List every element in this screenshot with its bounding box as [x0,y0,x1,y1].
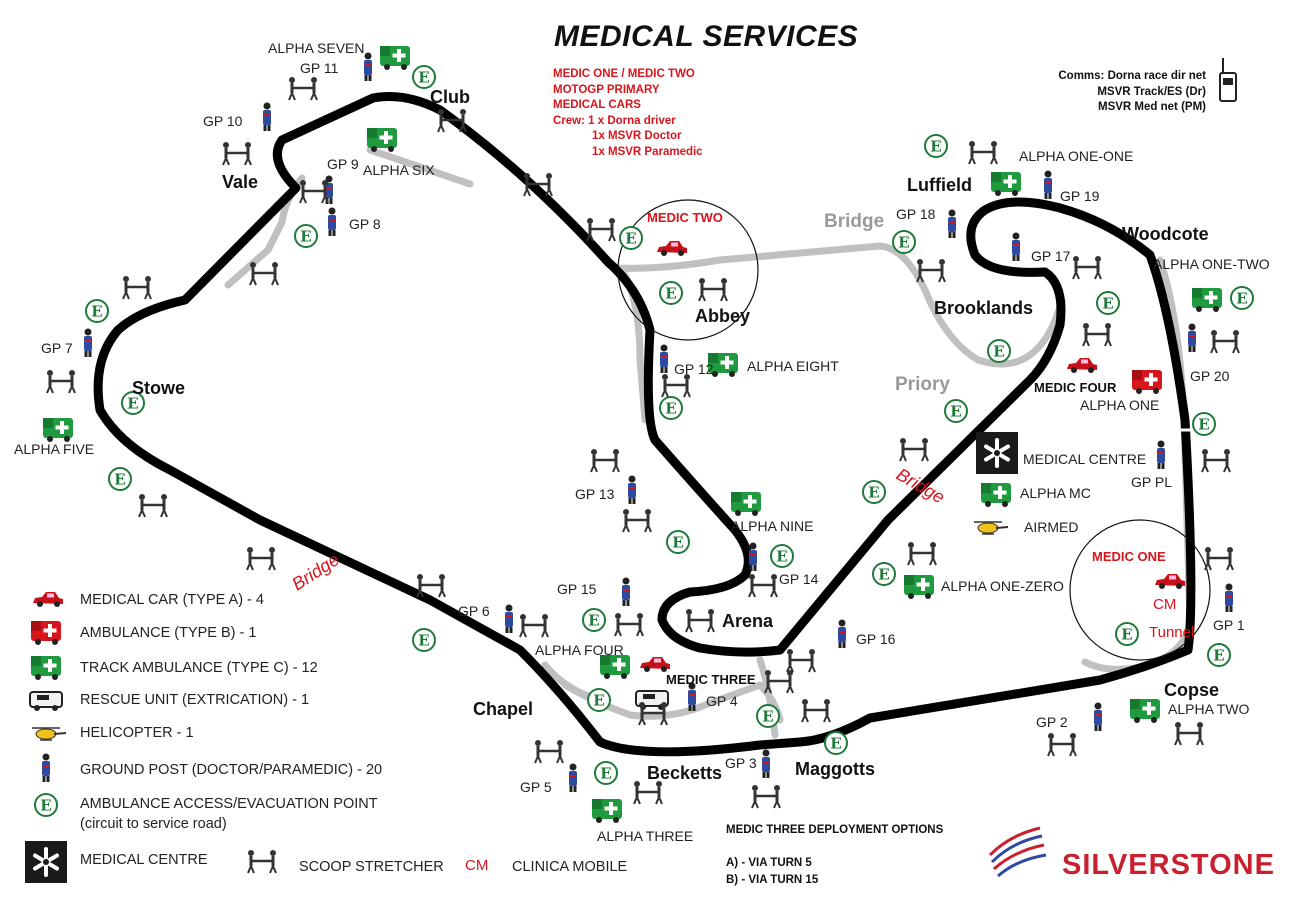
comms-info: Comms: Dorna race dir net MSVR Track/ES … [1010,69,1206,116]
unit-label: ALPHA ONE-ONE [1019,148,1134,164]
unit-label: ALPHA ONE [1080,397,1160,413]
medic-info-line: MOTOGP PRIMARY [553,83,660,96]
corner-abbey: Abbey [695,306,751,326]
unit-label: AIRMED [1024,519,1079,535]
gp-label: GP 7 [41,340,73,356]
medic-info-line: MEDICAL CARS [553,99,641,111]
comms-line: Comms: Dorna race dir net [1058,70,1206,82]
unit-label: ALPHA EIGHT [747,358,839,374]
unit-label: ALPHA ONE-TWO [1153,256,1270,272]
gp-label: GP 12 [674,361,714,377]
track-outline [93,92,1196,757]
medic-info-line: 1x MSVR Paramedic [592,145,703,158]
corner-brooklands: Brooklands [934,298,1034,318]
medic-one-label: MEDIC ONE [1092,549,1166,564]
medic-three-label: MEDIC THREE [666,672,756,687]
corner-arena: Arena [722,611,774,631]
unit-label: ALPHA NINE [731,518,814,534]
unit-label: ALPHA ONE-ZERO [941,578,1064,594]
gp-label: GP 3 [725,755,757,771]
gp-label: GP 10 [203,113,243,129]
unit-label: ALPHA MC [1020,485,1091,501]
bridge-label-top: Bridge [824,211,885,232]
comms-line: MSVR Med net (PM) [1098,101,1206,113]
corner-becketts: Becketts [647,763,723,783]
page-title: MEDICAL SERVICES [554,20,859,53]
legend-helicopter: HELICOPTER - 1 [80,725,194,741]
corner-stowe: Stowe [132,378,186,398]
deployment-option-a: A) - VIA TURN 5 [726,857,812,869]
tunnel-label: Tunnel [1149,624,1195,641]
gp-label: GP 19 [1060,188,1100,204]
gp-label: GP 16 [856,631,896,647]
gp-label: GP 8 [349,216,381,232]
gp-label: GP 2 [1036,714,1068,730]
gp-label: GP 14 [779,571,819,587]
gp-label: GP 13 [575,486,615,502]
unit-label: ALPHA THREE [597,828,694,844]
legend-clinica-mobile: CLINICA MOBILE [512,859,628,875]
gp-label: GP 11 [300,60,339,76]
medic-info-line: MEDIC ONE / MEDIC TWO [553,68,695,80]
corner-chapel: Chapel [473,699,534,719]
gp-label: GP 1 [1213,617,1245,633]
gp-label: GP 4 [706,693,738,709]
deployment-title: MEDIC THREE DEPLOYMENT OPTIONS [726,824,944,836]
unit-label: ALPHA FIVE [14,441,95,457]
medic-one-zone [1069,519,1211,661]
radio-icon [1219,58,1237,102]
unit-label: ALPHA FOUR [535,642,624,658]
unit-label: ALPHA SIX [363,162,435,178]
legend-rescue-unit: RESCUE UNIT (EXTRICATION) - 1 [80,692,310,708]
legend-cm: CM [465,857,489,874]
legend-scoop-stretcher: SCOOP STRETCHER [299,859,444,875]
legend-evacuation-point: AMBULANCE ACCESS/EVACUATION POINT [80,796,378,812]
gp-label: GP 6 [458,603,490,619]
priory-label: Priory [895,374,950,395]
silverstone-logo-icon [988,826,1047,878]
ambulance-icon [1132,370,1162,394]
gp-label: GP PL [1131,474,1172,490]
gp-label: GP 5 [520,779,552,795]
medic-info-line: Crew: 1 x Dorna driver [553,114,676,127]
helicopter-icon [973,521,1009,535]
corner-luffield: Luffield [907,175,972,195]
gp-label: GP 9 [327,156,359,172]
corner-maggotts: Maggotts [795,759,875,779]
brand-name: SILVERSTONE [1062,849,1275,881]
legend-medical-car: MEDICAL CAR (TYPE A) - 4 [80,592,264,608]
comms-line: MSVR Track/ES (Dr) [1097,85,1206,98]
legend-track-ambulance: TRACK AMBULANCE (TYPE C) - 12 [80,660,318,676]
medic-four-label: MEDIC FOUR [1034,380,1117,395]
unit-label: MEDICAL CENTRE [1023,451,1147,467]
corner-copse: Copse [1164,680,1220,700]
gp-label: GP 17 [1031,248,1071,264]
corner-vale: Vale [222,172,259,192]
corner-woodcote: Woodcote [1122,224,1209,244]
legend-medical-centre: MEDICAL CENTRE [80,852,208,868]
legend-evacuation-point-sub: (circuit to service road) [80,816,227,832]
medic-two-zone [617,199,759,341]
unit-label: ALPHA SEVEN [268,40,365,56]
medical-centre-icon [974,430,1020,476]
gp-label: GP 18 [896,206,936,222]
gp-label: GP 15 [557,581,597,597]
medic-info: MEDIC ONE / MEDIC TWO MOTOGP PRIMARY MED… [553,67,703,160]
legend-ambulance: AMBULANCE (TYPE B) - 1 [80,625,257,641]
unit-label: ALPHA TWO [1168,701,1250,717]
deployment-option-b: B) - VIA TURN 15 [726,874,819,886]
gp-label: GP 20 [1190,368,1230,384]
cm-label: CM [1153,596,1177,613]
medic-two-label: MEDIC TWO [647,210,723,225]
bridge-label-left: Bridge [288,549,343,594]
medic-info-line: 1x MSVR Doctor [592,130,682,142]
corner-club: Club [430,87,470,107]
legend-ground-post: GROUND POST (DOCTOR/PARAMEDIC) - 20 [80,762,383,778]
